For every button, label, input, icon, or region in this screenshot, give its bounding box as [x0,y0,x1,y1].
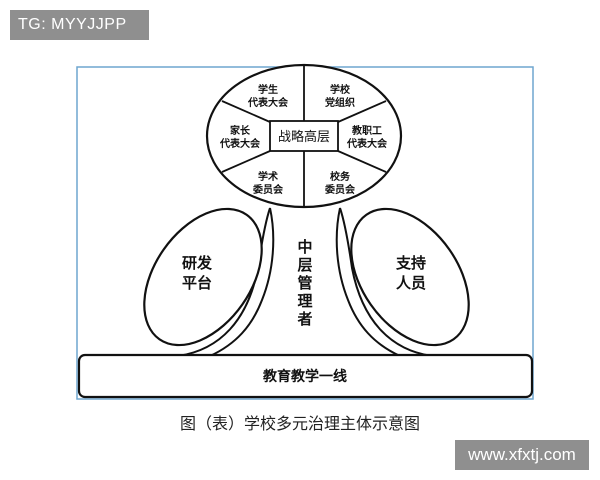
watermark-bottom-right: www.xfxtj.com [455,440,589,470]
left-ellipse-tail-inner [209,207,275,357]
left-ellipse-line1: 研发 [182,254,213,272]
segment-bottom-right-line1: 校务 [330,170,351,183]
center-label: 战略高层 [278,129,330,145]
left-ellipse-line2: 平台 [182,274,212,292]
segment-top-left-line2: 代表大会 [247,96,288,109]
divider-upper-left [221,100,271,123]
divider-lower-left [221,150,271,173]
segment-right-line1: 教职工 [351,124,382,137]
segment-left-line1: 家长 [230,124,251,137]
middle-column-char-3: 管 [297,274,312,292]
center-box [269,120,339,152]
segment-right-line2: 代表大会 [346,137,387,150]
right-ellipse-tail [339,207,433,357]
segment-left-line2: 代表大会 [219,137,260,150]
right-ellipse-tail-inner [335,207,401,357]
middle-column-char-5: 者 [297,310,312,328]
divider-lower-right [337,150,387,173]
base-box [77,353,534,399]
right-ellipse-line2: 人员 [396,274,426,292]
divider-upper-right [337,100,387,123]
segment-bottom-left-line2: 委员会 [252,183,283,196]
middle-column-char-1: 中 [297,238,312,256]
right-ellipse [350,207,470,347]
watermark-top-left: TG: MYYJJPP [10,10,149,40]
right-ellipse-line1: 支持 [395,254,426,272]
figure-caption: 图（表）学校多元治理主体示意图 [179,414,420,433]
segment-bottom-right-line2: 委员会 [324,183,355,196]
left-ellipse [143,207,263,347]
base-label: 教育教学一线 [263,368,347,385]
middle-column-char-4: 理 [297,292,312,310]
middle-column-char-2: 层 [297,256,312,274]
segment-bottom-left-line1: 学术 [258,170,278,183]
segment-top-left-line1: 学生 [258,83,278,96]
segment-top-right-line2: 党组织 [325,96,355,109]
segment-top-right-line1: 学校 [330,83,351,96]
